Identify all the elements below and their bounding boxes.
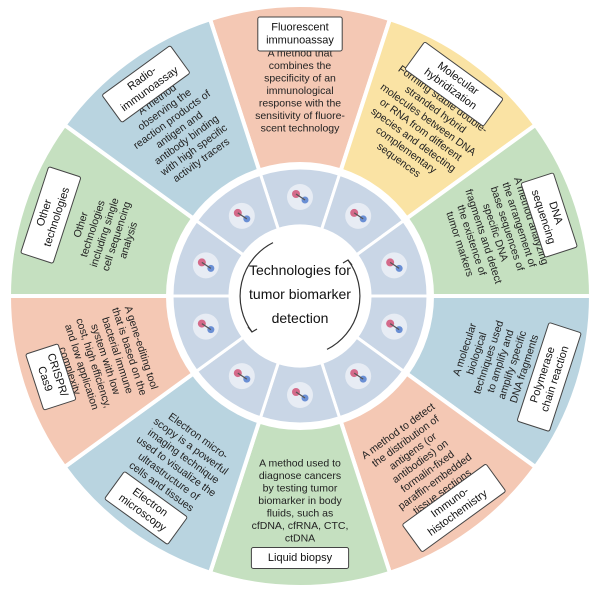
microscope-icon [228, 363, 255, 390]
radioactive-icon [228, 202, 255, 229]
center-title-line-1: Technologies for [249, 262, 351, 278]
antibody-icon [287, 184, 313, 210]
desc-line: response with the [259, 97, 341, 109]
arrow-arc [326, 259, 361, 350]
center-title-line-2: tumor biomarker [249, 286, 351, 302]
label-line: Fluorescent [271, 21, 328, 33]
microarray-icon [345, 202, 372, 229]
desc-line: diagnose cancers [259, 470, 341, 482]
crispr-icon [192, 313, 219, 340]
pcr-tube-icon [381, 313, 408, 340]
desc-line: scent technology [261, 122, 341, 134]
desc-line: combines the [269, 60, 332, 72]
desc-line: sensitivity of fluore- [255, 110, 345, 122]
label-box-liquid-biopsy: Liquid biopsy [250, 547, 350, 569]
desc-line: immunological [266, 85, 333, 97]
desc-line: specificity of an [264, 72, 336, 84]
desc-line: A method used to [259, 457, 341, 469]
desc-line: ctDNA [285, 532, 315, 544]
dna-helix-icon [192, 252, 219, 279]
sequencer-icon [381, 252, 408, 279]
blood-tube-icon [287, 382, 313, 408]
cycle-arrows [239, 242, 361, 350]
desc-line: cfDNA, cfRNA, CTC, [252, 520, 349, 532]
arrowhead-icon [342, 259, 353, 266]
desc-line: fluids, such as [267, 507, 334, 519]
label-line: Liquid biopsy [268, 552, 333, 564]
desc-electron-microscopy: Electron micro-scopy is a powerfulimagin… [127, 411, 231, 515]
center-disc [232, 228, 368, 364]
tissue-slide-icon [345, 363, 372, 390]
desc-line: by testing tumor [263, 482, 338, 494]
center-title-line-3: detection [272, 310, 329, 326]
sector-radioimmunoassay [61, 16, 262, 222]
label-line: immunoassay [266, 34, 334, 46]
desc-line: biomarker in body [258, 495, 342, 507]
arrow-arc [239, 242, 274, 333]
arrowhead-icon [247, 326, 258, 333]
